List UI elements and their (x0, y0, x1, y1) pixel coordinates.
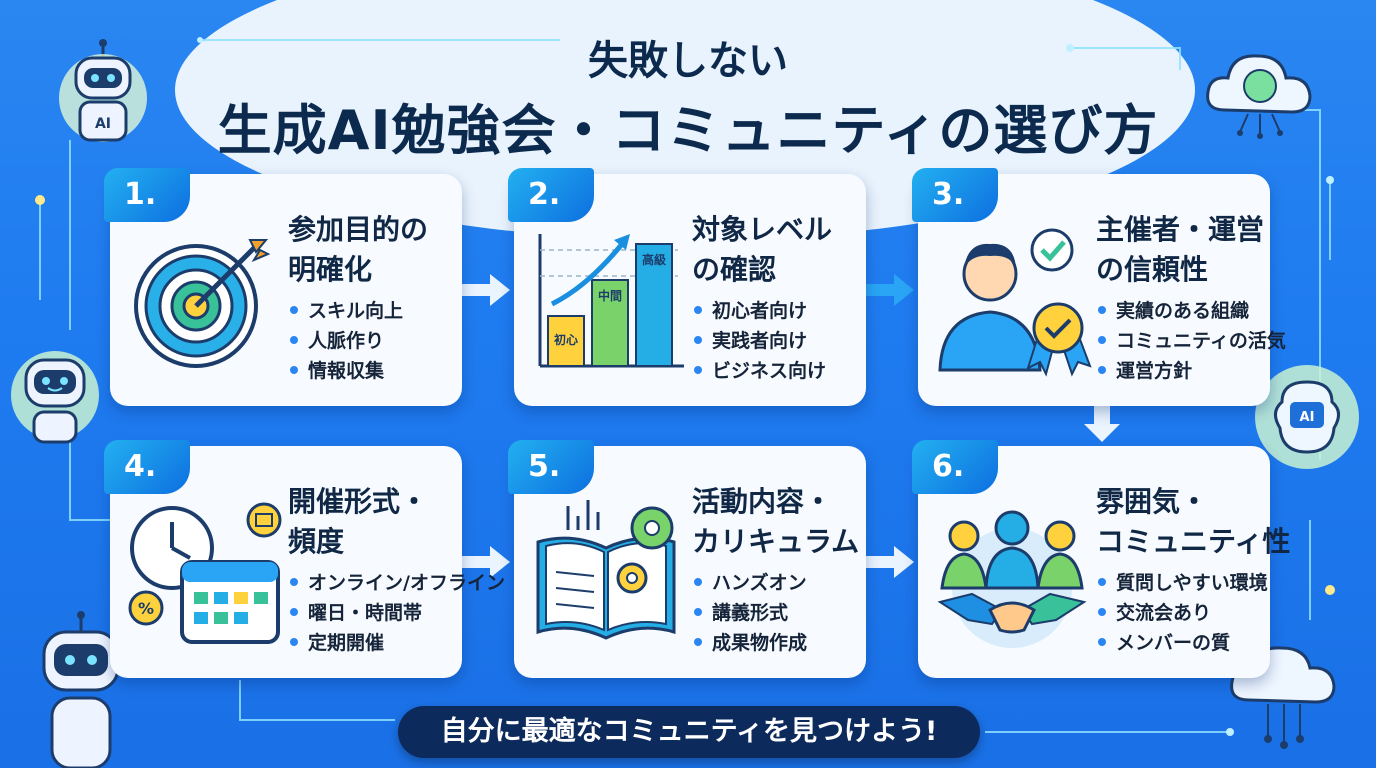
svg-text:高級: 高級 (642, 252, 666, 267)
book-gear-icon (536, 500, 676, 640)
card-atmosphere: 6. 雰囲気・コミュニティ性 質問しやすい環境 交流会あり メンバーの質 (912, 440, 1291, 678)
brain-chip-icon: AI (1255, 365, 1359, 469)
arrow-down-icon (1084, 404, 1120, 442)
list-item: 情報収集 (290, 356, 403, 386)
list-item: 実績のある組織 (1098, 296, 1286, 326)
list-item: ハンズオン (694, 568, 807, 598)
card-title: 参加目的の明確化 (288, 213, 429, 286)
card-number: 6. (912, 440, 998, 494)
card-format: 4. % 開催形式・頻度 オンライン/オフライン 曜日・時間帯 定期開催 (104, 440, 505, 678)
arrow-right-icon (462, 274, 510, 306)
card-number: 5. (508, 440, 594, 494)
list-item: コミュニティの活気 (1098, 326, 1286, 356)
card-title: 活動内容・カリキュラム (692, 485, 860, 558)
list-item: 人脈作り (290, 326, 403, 356)
cta-banner: 自分に最適なコミュニティを見つけよう! (398, 706, 980, 758)
card-bullets: スキル向上 人脈作り 情報収集 (290, 296, 403, 386)
list-item: 交流会あり (1098, 598, 1268, 628)
robot-icon (11, 351, 99, 444)
arrow-right-icon (866, 274, 914, 306)
card-number: 4. (104, 440, 190, 494)
card-title: 雰囲気・コミュニティ性 (1096, 485, 1291, 558)
card-number: 1. (104, 168, 190, 222)
card-bullets: オンライン/オフライン 曜日・時間帯 定期開催 (290, 568, 505, 658)
title-line-2: 生成AI勉強会・コミュニティの選び方 (217, 99, 1159, 162)
card-purpose: 1. 参加目的の明確化 スキル向上 人脈作り 情報収集 (104, 168, 462, 406)
list-item: 運営方針 (1098, 356, 1286, 386)
list-item: 初心者向け (694, 296, 826, 326)
trusted-person-icon (938, 228, 1092, 377)
list-item: オンライン/オフライン (290, 568, 505, 598)
list-item: 定期開催 (290, 628, 505, 658)
card-title: 主催者・運営の信頼性 (1096, 213, 1265, 286)
robot-icon: AI (59, 39, 147, 142)
card-organizer: 3. 主催者・運営の信頼性 実績のある組織 コミュニティの活気 運営方針 (912, 168, 1286, 406)
card-curriculum: 5. 活動内容・カリキュラム ハンズオン 講義形式 成果物作成 (508, 440, 866, 678)
arrow-right-icon (866, 546, 914, 578)
card-bullets: 質問しやすい環境 交流会あり メンバーの質 (1098, 568, 1268, 658)
card-bullets: ハンズオン 講義形式 成果物作成 (694, 568, 807, 658)
list-item: 成果物作成 (694, 628, 807, 658)
card-title: 対象レベルの確認 (692, 213, 833, 286)
list-item: 質問しやすい環境 (1098, 568, 1268, 598)
level-bar-chart-icon: 初心 中間 高級 (538, 234, 684, 368)
list-item: 曜日・時間帯 (290, 598, 505, 628)
card-bullets: 初心者向け 実践者向け ビジネス向け (694, 296, 826, 386)
card-title: 開催形式・頻度 (288, 485, 429, 558)
list-item: メンバーの質 (1098, 628, 1268, 658)
card-number: 2. (508, 168, 594, 222)
card-number: 3. (912, 168, 998, 222)
list-item: スキル向上 (290, 296, 403, 326)
card-bullets: 実績のある組織 コミュニティの活気 運営方針 (1098, 296, 1286, 386)
list-item: ビジネス向け (694, 356, 826, 386)
clock-calendar-icon: % (128, 502, 282, 644)
list-item: 講義形式 (694, 598, 807, 628)
target-icon (134, 239, 271, 368)
list-item: 実践者向け (694, 326, 826, 356)
svg-text:中間: 中間 (598, 288, 622, 303)
svg-text:%: % (138, 599, 154, 618)
svg-text:初心: 初心 (554, 332, 578, 347)
svg-text:AI: AI (95, 116, 111, 132)
card-level: 2. 初心 中間 高級 対象レベルの確認 初心者向け 実践者向け ビジネス向け (508, 168, 866, 406)
robot-icon (42, 611, 120, 768)
handshake-icon (937, 510, 1087, 648)
cloud-brain-icon (1206, 54, 1312, 139)
title-line-1: 失敗しない (588, 38, 788, 84)
svg-text:AI: AI (1300, 410, 1315, 425)
